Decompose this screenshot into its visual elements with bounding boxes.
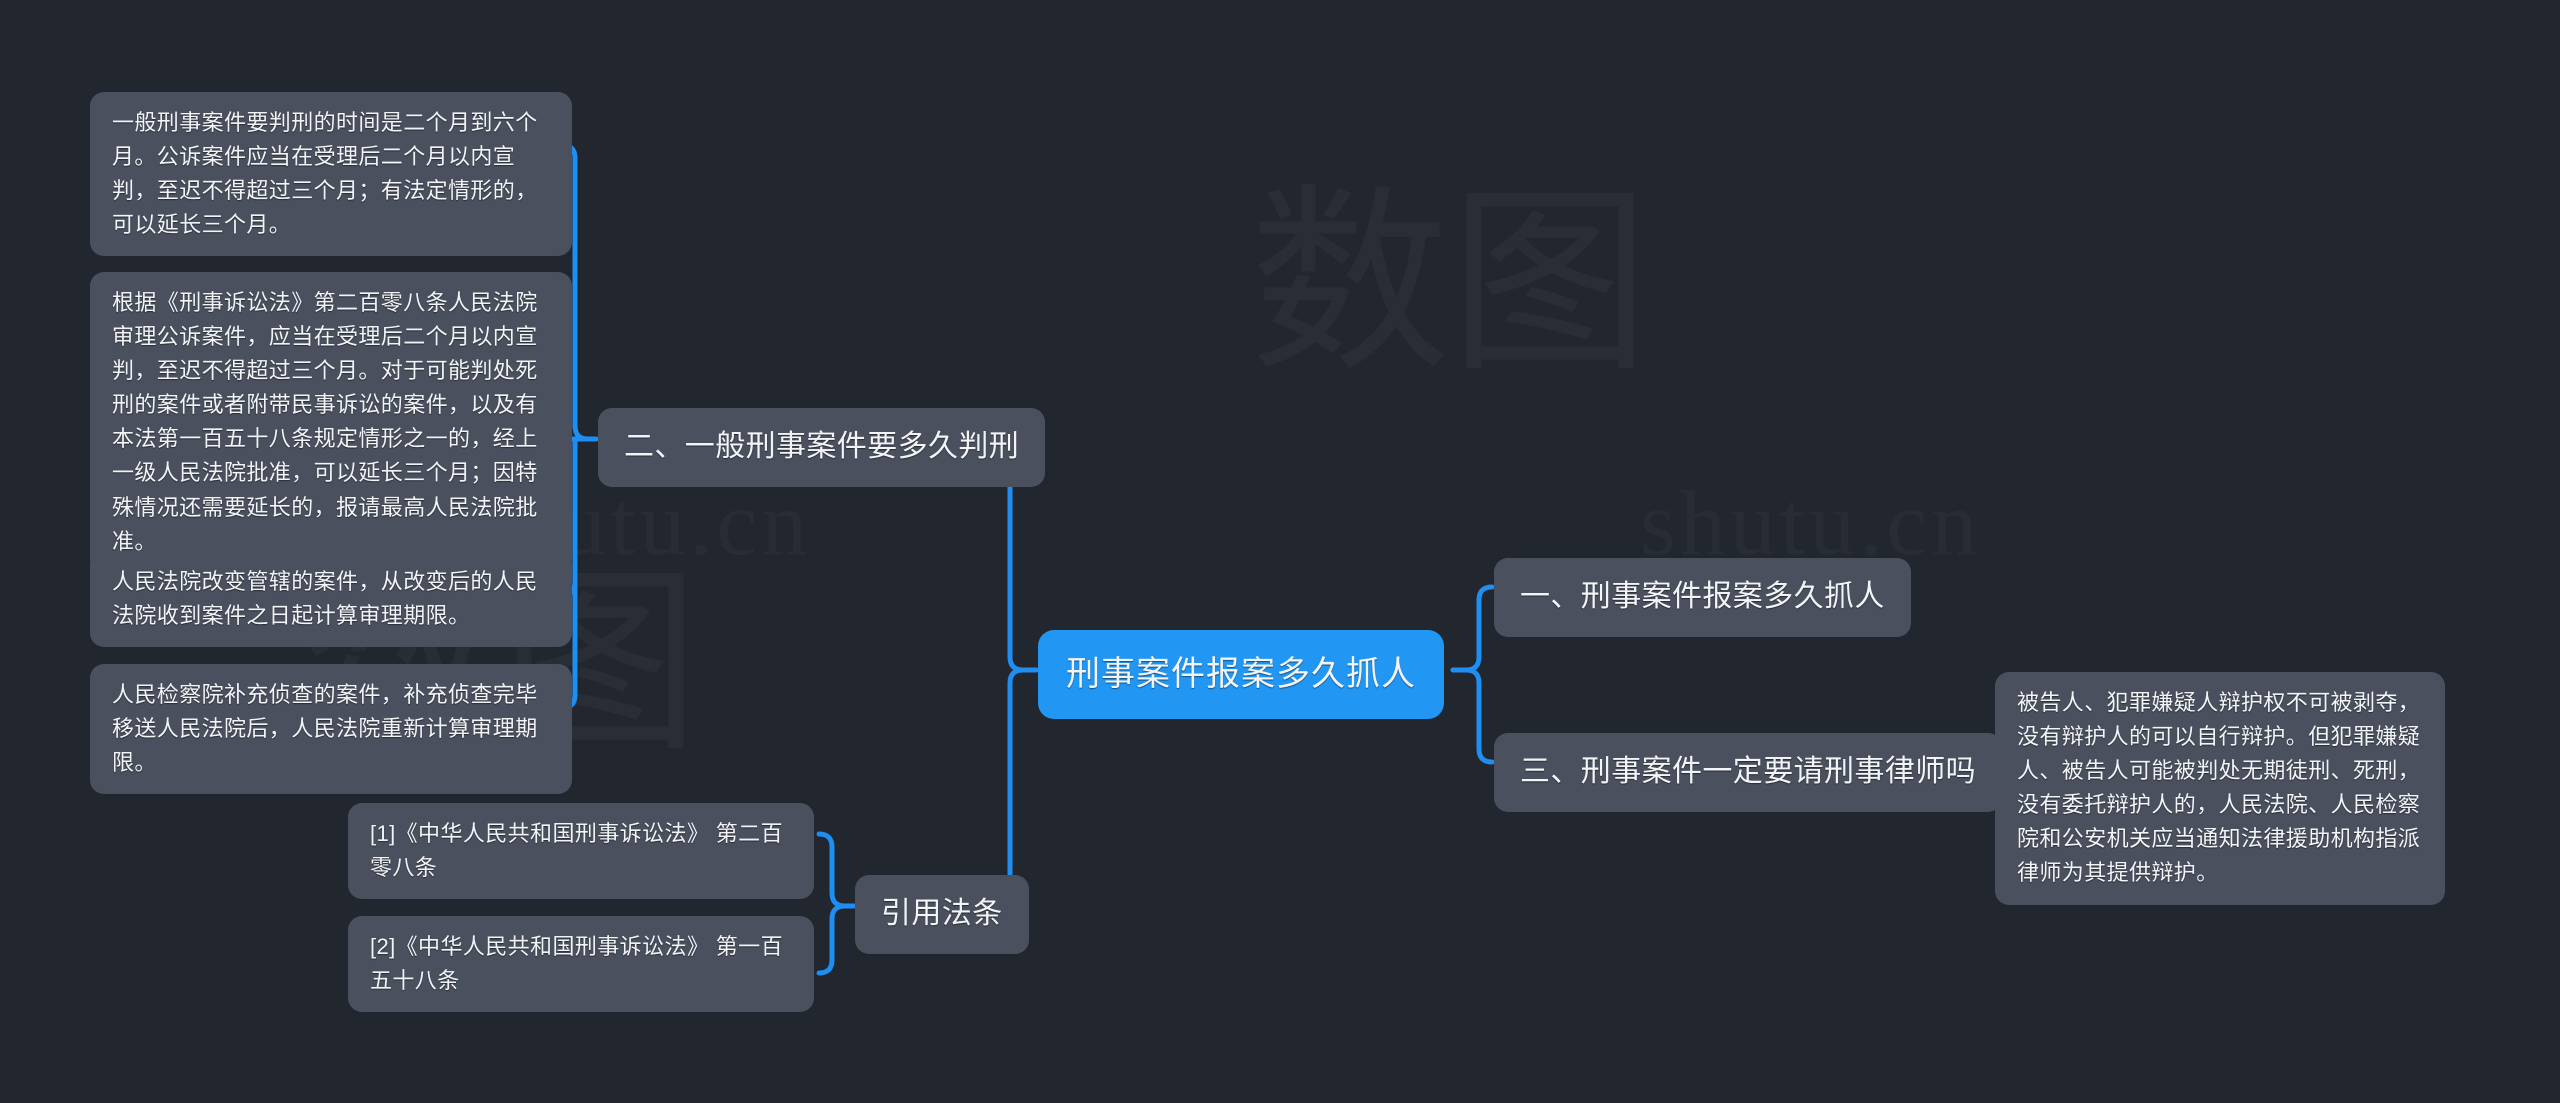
branch-node-need-lawyer[interactable]: 三、刑事案件一定要请刑事律师吗 [1494, 733, 2002, 812]
citation-node-1[interactable]: [1]《中华人民共和国刑事诉讼法》 第二百零八条 [348, 803, 814, 900]
branch-node-arrest-time[interactable]: 一、刑事案件报案多久抓人 [1494, 558, 1911, 637]
branch-node-cited-laws[interactable]: 引用法条 [855, 875, 1029, 954]
root-node[interactable]: 刑事案件报案多久抓人 [1038, 630, 1444, 719]
leaf-node-right-to-defense[interactable]: 被告人、犯罪嫌疑人辩护权不可被剥夺，没有辩护人的可以自行辩护。但犯罪嫌疑人、被告… [1995, 672, 2445, 905]
branch-node-sentencing-time[interactable]: 二、一般刑事案件要多久判刑 [598, 408, 1046, 487]
leaf-node-law-article-208[interactable]: 根据《刑事诉讼法》第二百零八条人民法院审理公诉案件，应当在受理后二个月以内宣判，… [90, 272, 572, 573]
leaf-node-sentencing-duration[interactable]: 一般刑事案件要判刑的时间是二个月到六个月。公诉案件应当在受理后二个月以内宣判，至… [90, 92, 572, 257]
watermark-cn-right: 数图 [1250, 120, 1650, 410]
leaf-node-supplementary-investigation[interactable]: 人民检察院补充侦查的案件，补充侦查完毕移送人民法院后，人民法院重新计算审理期限。 [90, 664, 572, 795]
citation-node-2[interactable]: [2]《中华人民共和国刑事诉讼法》 第一百五十八条 [348, 916, 814, 1013]
leaf-node-jurisdiction-change[interactable]: 人民法院改变管辖的案件，从改变后的人民法院收到案件之日起计算审理期限。 [90, 551, 572, 648]
